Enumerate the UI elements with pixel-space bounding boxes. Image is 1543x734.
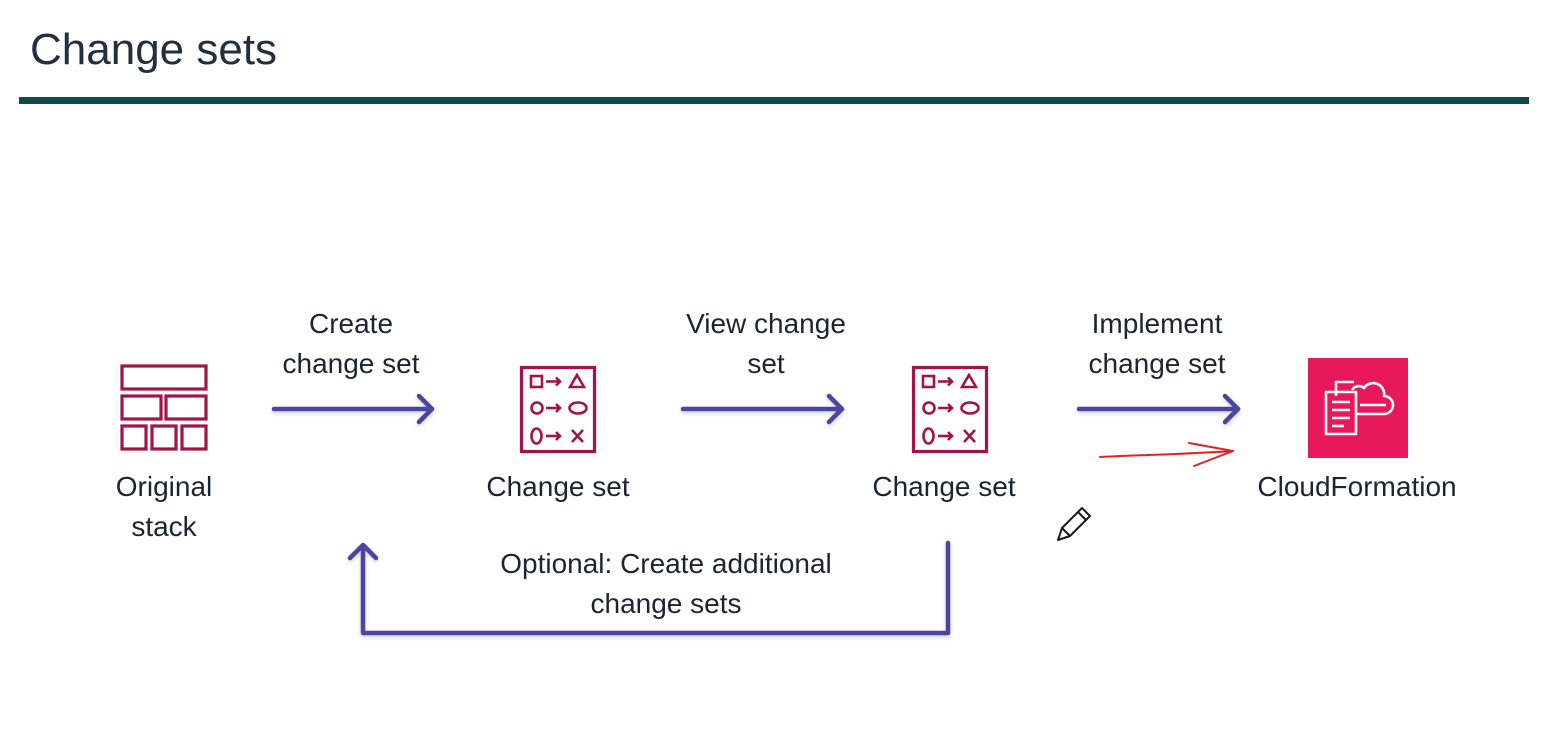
view-change-set-label: View change set — [686, 308, 846, 379]
stack-icon — [120, 364, 208, 451]
change-set-icon — [519, 365, 597, 454]
pencil-cursor-icon — [1057, 507, 1091, 541]
implement-change-set-arrow — [1076, 393, 1241, 425]
create-change-set-arrow — [271, 393, 435, 425]
optional-change-sets-label: Optional: Create additional change sets — [500, 548, 832, 619]
optional-loop-arrow — [347, 540, 951, 636]
create-change-set-label: Create change set — [282, 308, 420, 379]
change-set-icon — [911, 365, 989, 454]
cloudformation-label: CloudFormation — [1257, 471, 1457, 502]
change-set-label: Change set — [486, 471, 630, 502]
change-set-label: Change set — [872, 471, 1016, 502]
cloudformation-icon — [1308, 358, 1408, 458]
title-divider — [19, 97, 1529, 104]
implement-change-set-label: Implement change set — [1088, 308, 1226, 379]
view-change-set-arrow — [680, 393, 845, 425]
original-stack-label: Original stack — [115, 471, 213, 542]
page-title: Change sets — [30, 25, 278, 74]
hand-drawn-arrow — [1099, 442, 1234, 467]
